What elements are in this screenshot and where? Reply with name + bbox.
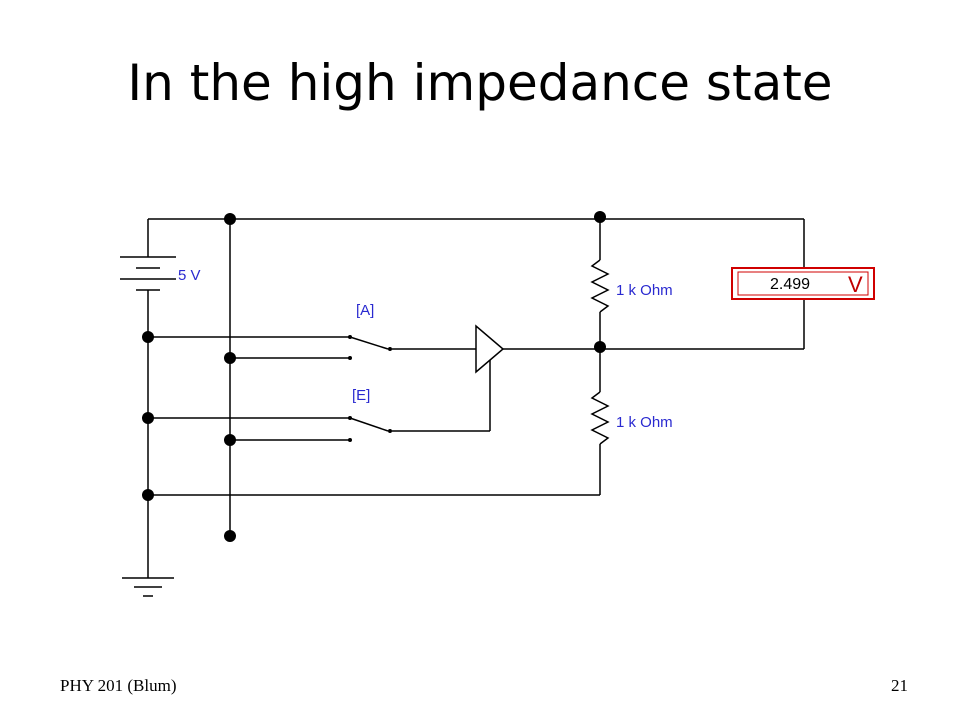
footer-course: PHY 201 (Blum) [60, 676, 177, 695]
battery-label: 5 V [178, 267, 201, 284]
voltmeter-value: 2.499 [770, 276, 810, 293]
switch-contacts [348, 335, 392, 442]
ground-icon [122, 577, 174, 597]
resistor-bottom-label: 1 k Ohm [616, 414, 673, 431]
switch-e-label: [E] [352, 387, 370, 404]
resistor-top-label: 1 k Ohm [616, 282, 673, 299]
voltmeter-unit: V [848, 272, 863, 297]
voltmeter: 2.499 V [731, 267, 875, 300]
slide-title: In the high impedance state [127, 54, 833, 112]
footer-page-number: 21 [891, 676, 908, 695]
wires [147, 218, 805, 578]
switch-a-label: [A] [356, 302, 374, 319]
junction-dots [142, 211, 606, 542]
battery-icon [120, 256, 176, 291]
tristate-buffer-icon [475, 324, 505, 374]
